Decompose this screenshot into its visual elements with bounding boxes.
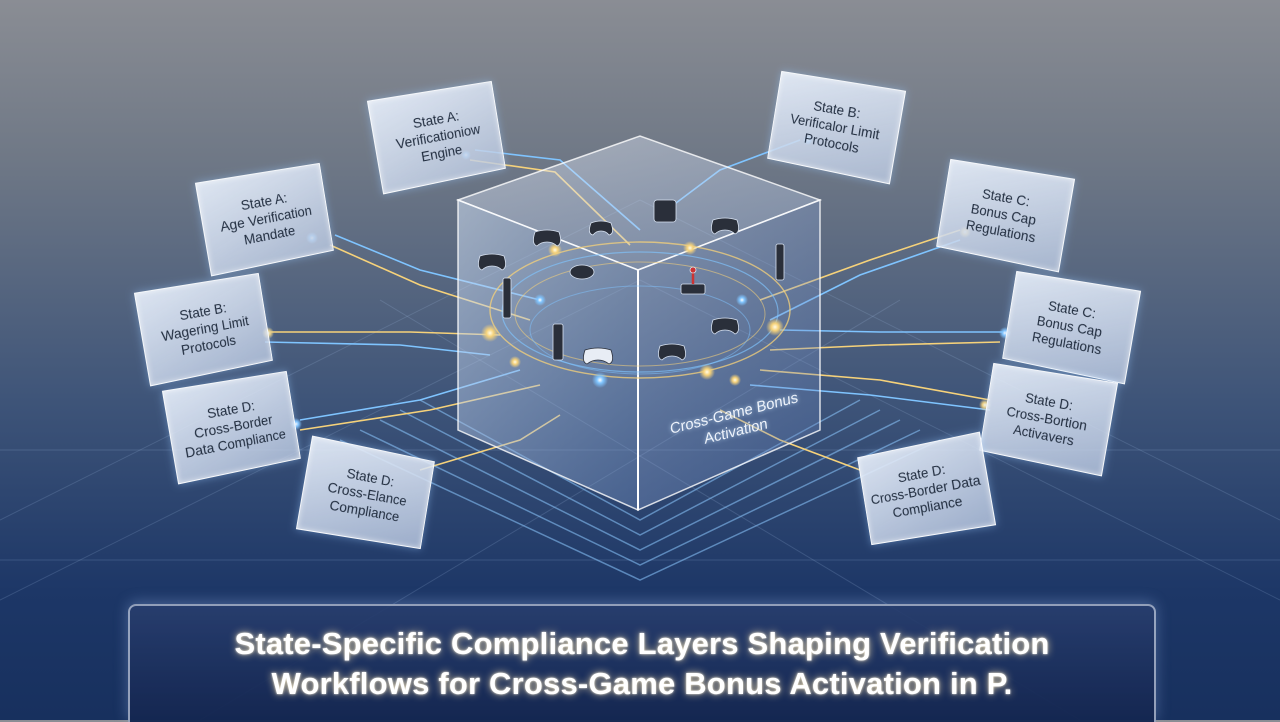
console-icon [503, 278, 511, 318]
panel-body: Verificalor Limit Protocols [787, 110, 881, 160]
console-icon [776, 244, 784, 280]
panel-body: Cross-Elance Compliance [323, 478, 407, 526]
panel-body: Age Verification Mandate [219, 202, 316, 253]
banner-line-1: State-Specific Compliance Layers Shaping… [234, 624, 1049, 664]
panel-body: Cross-Bortion Activavers [1003, 403, 1089, 452]
panel-body: Wagering Limit Protocols [160, 312, 253, 362]
panel-body: Cross-Border Data Compliance [181, 409, 287, 462]
title-banner: State-Specific Compliance Layers Shaping… [128, 604, 1156, 722]
banner-line-2: Workflows for Cross-Game Bonus Activatio… [272, 664, 1013, 704]
panel-body: Verificationiow Engine [395, 120, 484, 169]
central-cube [458, 136, 820, 510]
vr-headset-icon [570, 265, 594, 279]
handheld-console-icon [654, 200, 676, 222]
console-icon [553, 324, 563, 360]
